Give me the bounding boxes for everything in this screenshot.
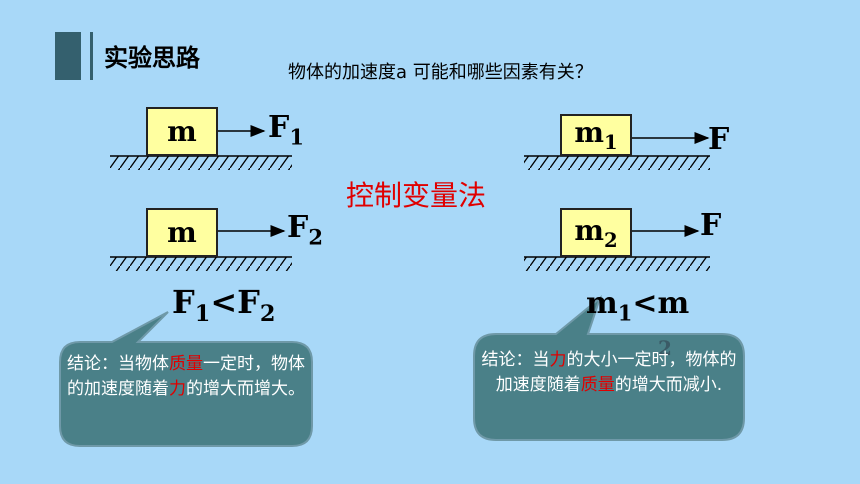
- ground-right-top: [524, 155, 710, 170]
- comparison-right-overflow: 2: [658, 336, 672, 360]
- method-label: 控制变量法: [346, 179, 487, 212]
- block-left-bottom-label: m: [167, 216, 197, 249]
- comparison-right: m1<m: [586, 286, 690, 326]
- ground-left-bottom: [110, 256, 292, 271]
- title-accent-bar: [55, 32, 81, 80]
- force-label-right-bottom: F: [700, 208, 722, 243]
- block-right-bottom-label: m2: [574, 213, 618, 252]
- ground-left-top: [110, 155, 292, 170]
- conclusion-bubble-right-shape: [473, 295, 745, 441]
- force-label-left-bottom: F2: [287, 210, 323, 250]
- highlight-mass-left: 质量: [169, 354, 203, 374]
- comparison-left: F1<F2: [172, 283, 276, 327]
- question-text: 物体的加速度a 可能和哪些因素有关？: [288, 62, 593, 83]
- ground-right-bottom: [524, 256, 710, 271]
- block-left-bottom: m: [146, 208, 218, 257]
- block-left-top: m: [146, 107, 218, 156]
- block-right-top: m1: [560, 114, 632, 156]
- conclusion-bubble-left-shape: [59, 311, 313, 447]
- block-right-bottom: m2: [560, 208, 632, 257]
- highlight-force-left: 力: [169, 379, 186, 399]
- highlight-force-right: 力: [549, 350, 567, 370]
- title-accent-line: [90, 32, 93, 80]
- block-right-top-label: m1: [574, 116, 618, 154]
- highlight-mass-right: 质量: [580, 375, 615, 395]
- force-label-left-top: F1: [268, 110, 304, 150]
- conclusion-left: 结论：当物体质量一定时，物体的加速度随着力的增大而增大。: [67, 354, 305, 399]
- force-label-right-top: F: [708, 122, 730, 157]
- slide-title: 实验思路: [104, 44, 200, 72]
- block-left-top-label: m: [167, 115, 197, 148]
- conclusion-right: 结论：当力的大小一定时，物体的加速度随着质量的增大而减小.: [481, 350, 737, 395]
